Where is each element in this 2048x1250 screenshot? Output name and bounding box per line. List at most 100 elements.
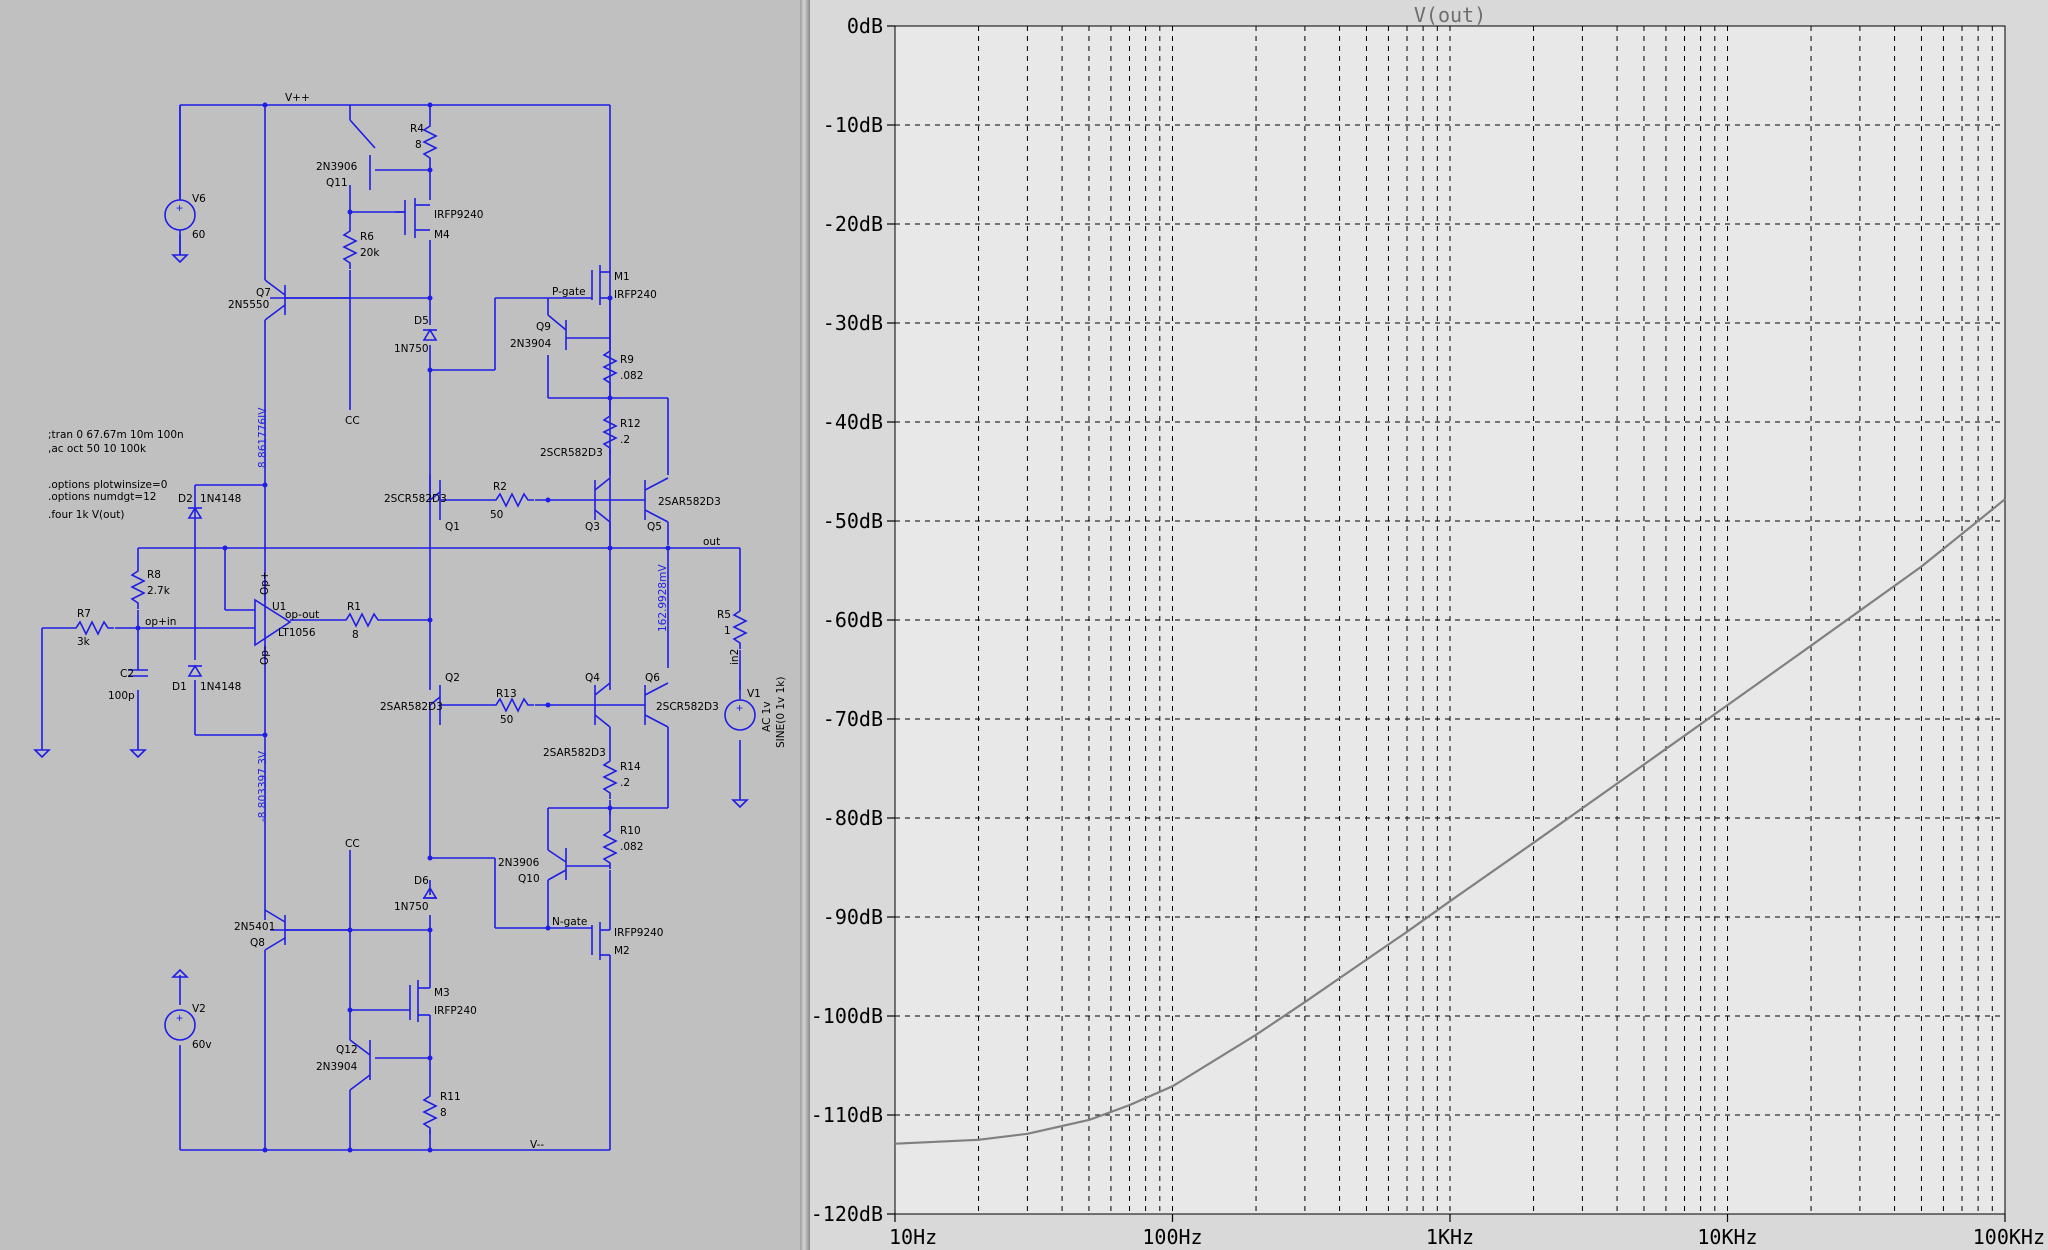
v1-source[interactable]: + bbox=[724, 699, 756, 731]
q12-label: Q12 bbox=[336, 1044, 358, 1056]
r4-resistor[interactable] bbox=[423, 119, 437, 165]
r7-label: R7 bbox=[77, 608, 91, 620]
net-label-cc-top: CC bbox=[345, 415, 360, 427]
r2-resistor[interactable] bbox=[489, 493, 535, 507]
y-tick-label: -30dB bbox=[823, 311, 883, 335]
d6-diode[interactable] bbox=[422, 886, 438, 899]
q8-model: 2N5401 bbox=[234, 921, 275, 933]
m1-model: IRFP240 bbox=[614, 289, 657, 301]
r6-resistor[interactable] bbox=[343, 224, 357, 270]
r9-value: .082 bbox=[620, 370, 643, 382]
net-label-opplus: Op+ bbox=[259, 571, 271, 595]
r13-label: R13 bbox=[496, 688, 517, 700]
q6-label: Q6 bbox=[645, 672, 660, 684]
r10-resistor[interactable] bbox=[603, 824, 617, 870]
m3-label: M3 bbox=[434, 987, 450, 999]
r1-resistor[interactable] bbox=[339, 613, 385, 627]
r7-resistor[interactable] bbox=[69, 621, 115, 635]
y-tick-label: -50dB bbox=[823, 509, 883, 533]
r11-resistor[interactable] bbox=[423, 1089, 437, 1135]
q3-model: 2SCR582D3 bbox=[540, 447, 603, 459]
d2-model: 1N4148 bbox=[200, 493, 241, 505]
u1-opamp[interactable] bbox=[254, 598, 292, 647]
q12-model: 2N3904 bbox=[316, 1061, 358, 1073]
r5-value: 1 bbox=[724, 625, 731, 637]
v2-source[interactable]: + bbox=[164, 968, 196, 1041]
v2-value: 60v bbox=[192, 1039, 212, 1051]
y-tick-label: -20dB bbox=[823, 212, 883, 236]
v6-source[interactable]: + bbox=[164, 105, 196, 255]
schematic-canvas[interactable]: + + + bbox=[0, 0, 800, 1250]
svg-text:+: + bbox=[176, 1011, 183, 1025]
net-label-out: out bbox=[703, 536, 720, 548]
voltage-label-top: 8.861776IV bbox=[257, 407, 269, 468]
voltage-label-bottom: -8.803397 3V bbox=[257, 750, 269, 822]
net-label-opout: op-out bbox=[285, 609, 319, 621]
d5-model: 1N750 bbox=[394, 343, 429, 355]
d5-diode[interactable] bbox=[422, 328, 438, 341]
r6-value: 20k bbox=[360, 247, 380, 259]
ground-symbol bbox=[130, 749, 146, 758]
r1-value: 8 bbox=[352, 629, 359, 641]
net-label-cc-bot: CC bbox=[345, 838, 360, 850]
y-tick-label: -110dB bbox=[811, 1103, 883, 1127]
r4-value: 8 bbox=[415, 139, 422, 151]
svg-text:.four 1k V(out): .four 1k V(out) bbox=[48, 509, 124, 521]
svg-text:+: + bbox=[736, 701, 743, 715]
c2-value: 100p bbox=[108, 690, 135, 702]
spice-directives[interactable]: ;tran 0 67.67m 10m 100n ,ac oct 50 10 10… bbox=[48, 429, 184, 521]
q1-label: Q1 bbox=[445, 521, 460, 533]
r4-label: R4 bbox=[410, 123, 424, 135]
d1-diode[interactable] bbox=[187, 664, 203, 677]
r14-label: R14 bbox=[620, 761, 641, 773]
x-tick-label: 100KHz bbox=[1973, 1225, 2045, 1249]
r5-label: R5 bbox=[717, 609, 731, 621]
x-tick-label: 10KHz bbox=[1697, 1225, 1757, 1249]
schematic-editor[interactable]: + + + bbox=[0, 0, 800, 1250]
waveform-plot[interactable]: 0dB-10dB-20dB-30dB-40dB-50dB-60dB-70dB-8… bbox=[810, 0, 2048, 1250]
d5-label: D5 bbox=[414, 315, 429, 327]
trace-vout[interactable] bbox=[894, 498, 2006, 1145]
x-tick-label: 10Hz bbox=[889, 1225, 937, 1249]
r10-value: .082 bbox=[620, 841, 643, 853]
r9-label: R9 bbox=[620, 354, 634, 366]
y-tick-label: -100dB bbox=[811, 1004, 883, 1028]
q10-label: Q10 bbox=[518, 873, 540, 885]
y-tick-label: -90dB bbox=[823, 905, 883, 929]
r13-resistor[interactable] bbox=[489, 698, 535, 712]
d6-label: D6 bbox=[414, 875, 429, 887]
r14-resistor[interactable] bbox=[603, 754, 617, 800]
r7-value: 3k bbox=[77, 636, 91, 648]
pane-splitter[interactable] bbox=[800, 0, 810, 1250]
ground-symbol bbox=[34, 749, 50, 758]
d2-diode[interactable] bbox=[187, 506, 203, 519]
d2-label: D2 bbox=[178, 493, 193, 505]
net-label-vneg: V-- bbox=[530, 1139, 544, 1151]
v6-value: 60 bbox=[192, 229, 205, 241]
r12-label: R12 bbox=[620, 418, 641, 430]
v6-label: V6 bbox=[192, 193, 206, 205]
q10-model: 2N3906 bbox=[498, 857, 540, 869]
c2-capacitor[interactable] bbox=[128, 669, 148, 677]
waveform-viewer[interactable]: 0dB-10dB-20dB-30dB-40dB-50dB-60dB-70dB-8… bbox=[810, 0, 2048, 1250]
d6-model: 1N750 bbox=[394, 901, 429, 913]
c2-label: C2 bbox=[120, 668, 134, 680]
r8-label: R8 bbox=[147, 569, 161, 581]
q1-model: 2SCR582D3 bbox=[384, 493, 447, 505]
y-tick-label: -120dB bbox=[811, 1202, 883, 1226]
v2-label: V2 bbox=[192, 1003, 206, 1015]
u1-model: LT1056 bbox=[278, 627, 316, 639]
r12-value: .2 bbox=[620, 434, 630, 446]
r8-resistor[interactable] bbox=[131, 564, 145, 610]
r5-resistor[interactable] bbox=[733, 604, 747, 650]
net-label-in2: in2 bbox=[729, 649, 741, 665]
svg-text:.options plotwinsize=0: .options plotwinsize=0 bbox=[48, 479, 167, 491]
svg-text:,ac oct 50 10 100k: ,ac oct 50 10 100k bbox=[48, 443, 147, 455]
q9-model: 2N3904 bbox=[510, 338, 552, 350]
x-tick-label: 100Hz bbox=[1142, 1225, 1202, 1249]
q8-label: Q8 bbox=[250, 937, 265, 949]
d1-model: 1N4148 bbox=[200, 681, 241, 693]
plot-title[interactable]: V(out) bbox=[1414, 3, 1486, 27]
q4-model: 2SAR582D3 bbox=[543, 747, 606, 759]
